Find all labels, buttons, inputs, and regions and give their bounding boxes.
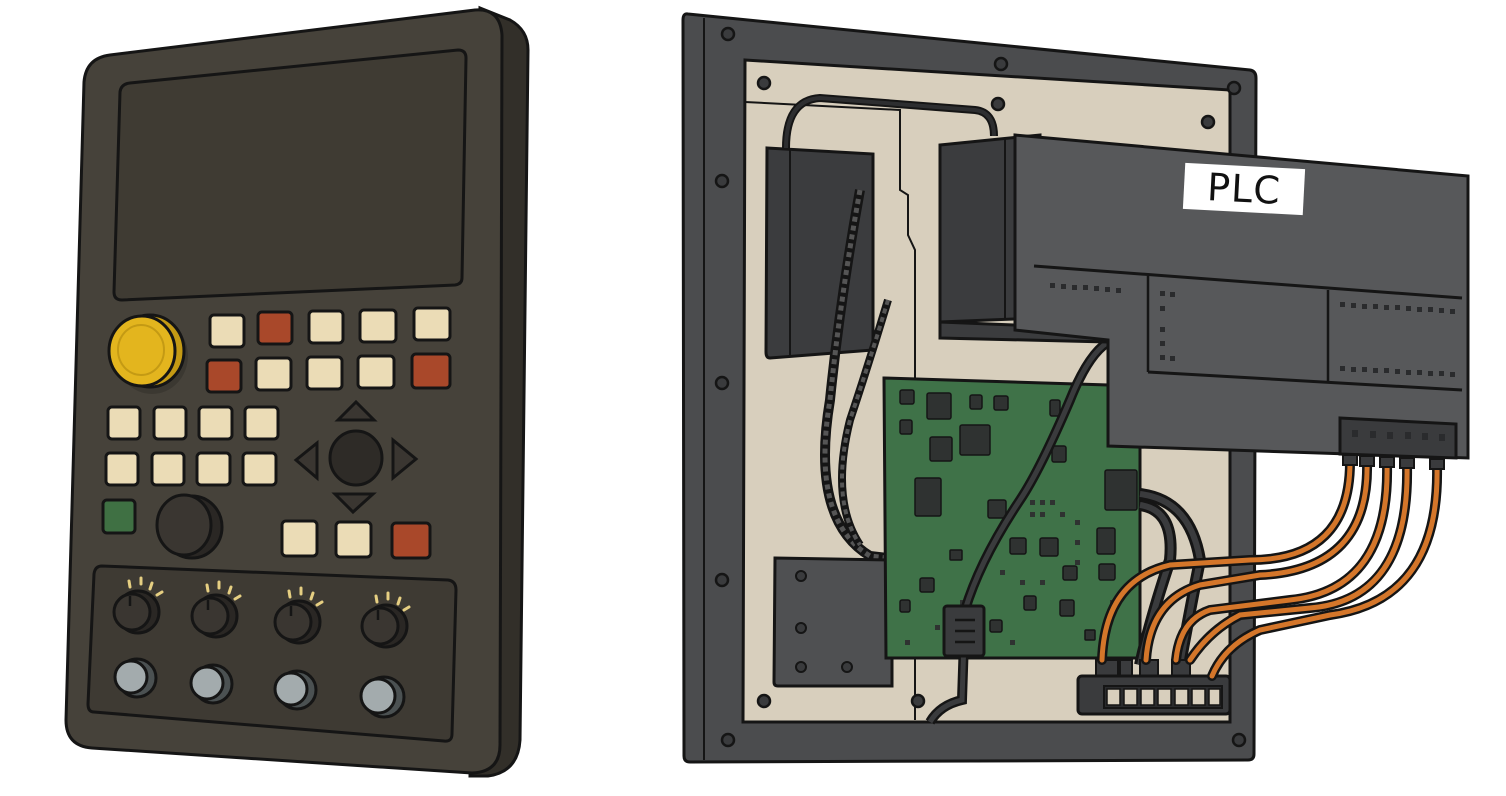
direction-pad (293, 399, 419, 515)
mounting-bracket (772, 556, 894, 688)
plc-io-leds (1050, 283, 1455, 377)
pendant-screen (112, 48, 468, 302)
knob-4[interactable] (360, 591, 411, 649)
plc-connector (1338, 416, 1458, 460)
round-button-3[interactable] (273, 669, 318, 711)
round-button-1[interactable] (113, 657, 158, 699)
jog-wheel[interactable] (155, 493, 224, 560)
key-f8[interactable] (305, 355, 344, 391)
key[interactable] (243, 405, 280, 441)
key-f1[interactable] (208, 313, 246, 349)
plc-unit (938, 133, 1470, 460)
knob-2[interactable] (190, 580, 242, 639)
key-f6[interactable] (205, 358, 243, 394)
usb-connector (914, 477, 942, 517)
key[interactable] (104, 451, 140, 487)
pcb-chips (899, 389, 1138, 641)
terminal-block (1076, 659, 1232, 716)
function-keys (205, 306, 452, 394)
key-f2[interactable] (256, 310, 294, 346)
key-f9[interactable] (356, 354, 396, 390)
key[interactable] (280, 519, 319, 558)
arrow-up-icon[interactable] (334, 399, 378, 422)
arrow-down-icon[interactable] (331, 492, 377, 515)
knob-3[interactable] (273, 586, 324, 645)
start-key-green[interactable] (101, 498, 137, 535)
key-f5[interactable] (412, 306, 452, 342)
knob-1[interactable] (112, 576, 164, 635)
key[interactable] (106, 405, 142, 441)
power-supply (764, 146, 875, 360)
key-f7[interactable] (254, 356, 293, 392)
arrow-left-icon[interactable] (293, 439, 319, 482)
key-f10[interactable] (410, 352, 452, 390)
key[interactable] (150, 451, 186, 487)
emergency-stop-button[interactable] (107, 313, 188, 394)
key[interactable] (197, 405, 234, 441)
key[interactable] (241, 451, 278, 487)
key-f4[interactable] (358, 308, 398, 344)
key[interactable] (334, 520, 373, 559)
plc-wiring (1097, 454, 1445, 681)
dpad-center-button[interactable] (328, 429, 384, 487)
key[interactable] (152, 405, 188, 441)
key[interactable] (390, 521, 432, 560)
round-button-4[interactable] (359, 675, 406, 719)
round-button-2[interactable] (189, 663, 234, 705)
numeric-keys (104, 405, 280, 487)
plc-label: PLC (1182, 162, 1306, 216)
arrow-right-icon[interactable] (391, 436, 419, 482)
key[interactable] (195, 451, 232, 487)
pendant-controller (64, 5, 530, 778)
key-f3[interactable] (307, 309, 345, 345)
plc-body (1013, 133, 1470, 460)
